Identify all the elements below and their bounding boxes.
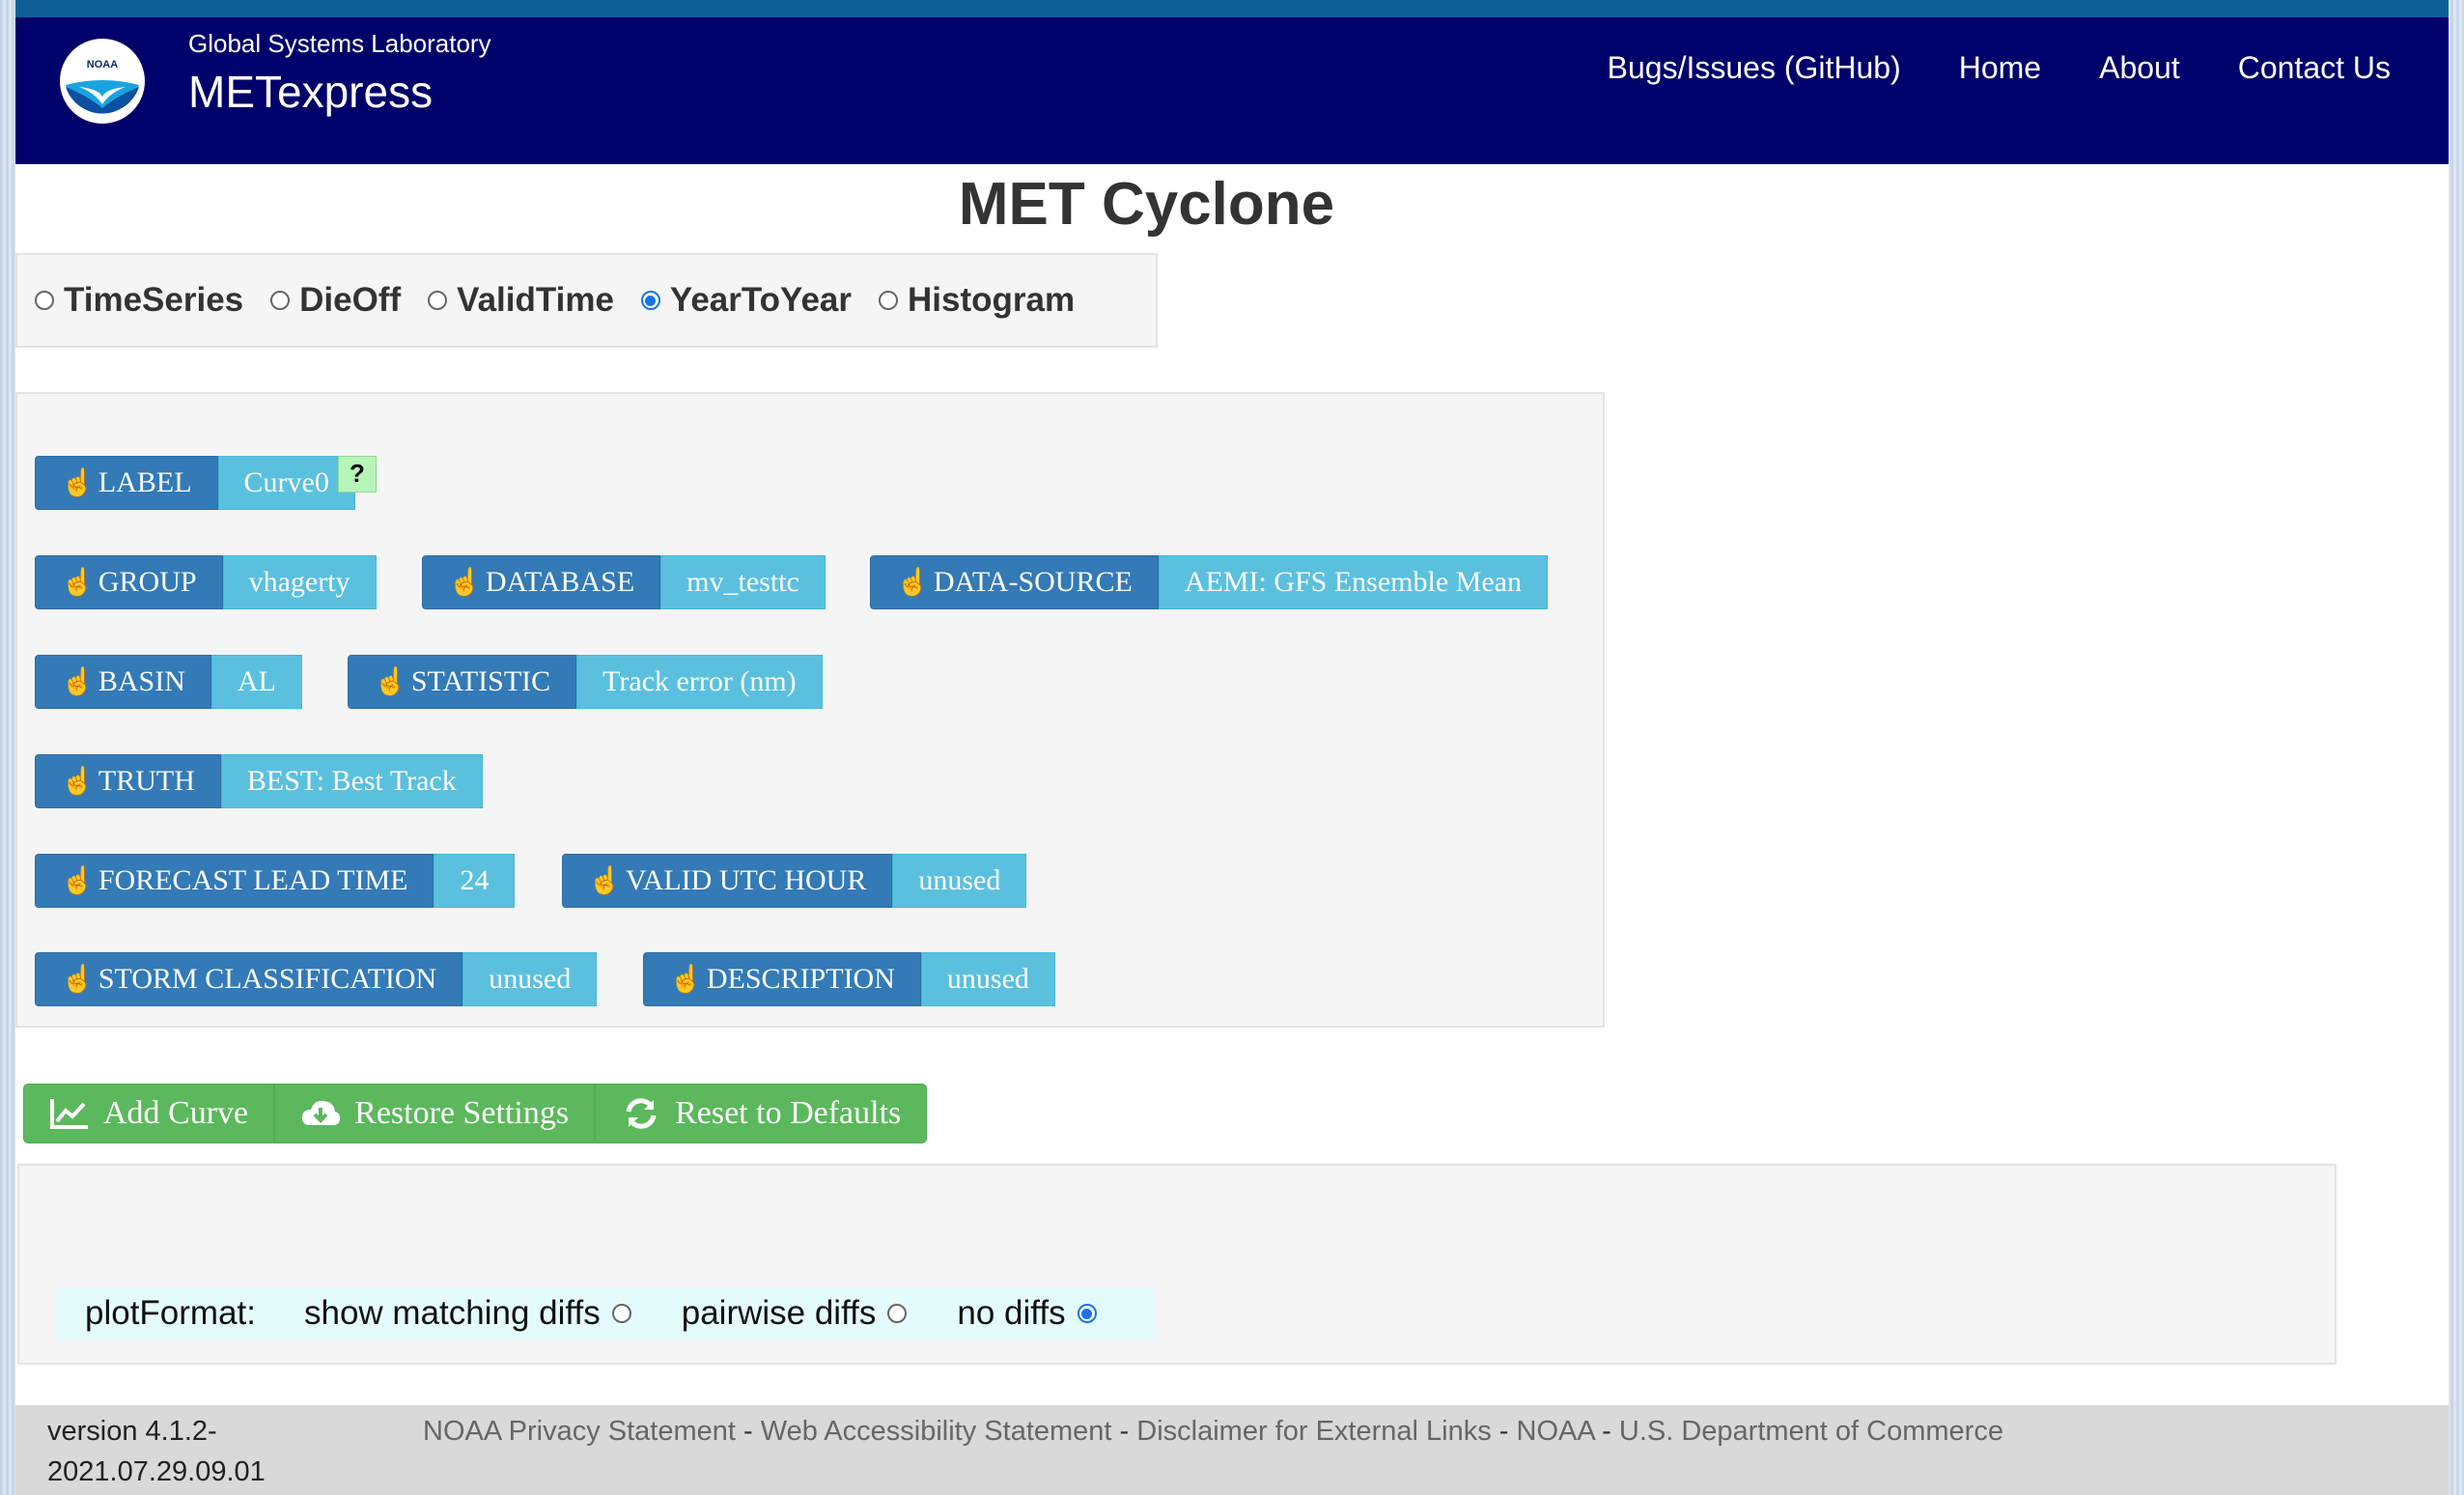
- pointer-hand-icon: ☝: [61, 468, 95, 498]
- pointer-hand-icon: ☝: [61, 767, 95, 797]
- plot-type-yeartoyear[interactable]: YearToYear: [640, 281, 853, 320]
- basin-selector-value[interactable]: AL: [210, 655, 302, 709]
- data-source-selector-value[interactable]: AEMI: GFS Ensemble Mean: [1158, 555, 1548, 609]
- navbar: NOAA Global Systems Laboratory METexpres…: [15, 17, 2449, 164]
- noaa-logo-icon[interactable]: NOAA: [60, 39, 145, 124]
- pointer-hand-icon: ☝: [61, 866, 95, 896]
- valid-hour-selector-key[interactable]: ☝VALID UTC HOUR: [562, 854, 893, 908]
- help-button[interactable]: ?: [338, 456, 377, 493]
- footer-link-disclaimer[interactable]: Disclaimer for External Links: [1136, 1416, 1492, 1447]
- curve-button-bar: Add Curve Restore Settings Reset to Defa…: [23, 1084, 928, 1143]
- nav-link-home[interactable]: Home: [1958, 50, 2042, 85]
- refresh-icon: [626, 1098, 657, 1129]
- radio-dieoff[interactable]: [270, 291, 291, 310]
- line-chart-icon: [50, 1099, 88, 1129]
- footer-link-commerce[interactable]: U.S. Department of Commerce: [1618, 1416, 2003, 1447]
- storm-class-selector-value[interactable]: unused: [462, 952, 598, 1006]
- nav-link-contact[interactable]: Contact Us: [2237, 50, 2391, 85]
- radio-no-diffs[interactable]: [1077, 1304, 1097, 1323]
- version-info: version 4.1.2- 2021.07.29.09.01: [47, 1416, 266, 1487]
- forecast-lead-selector-key[interactable]: ☝FORECAST LEAD TIME: [35, 854, 434, 908]
- plot-format-label: plotFormat:: [85, 1294, 256, 1332]
- valid-hour-selector[interactable]: ☝VALID UTC HOUR unused: [562, 854, 1027, 908]
- statistic-selector-key[interactable]: ☝STATISTIC: [348, 655, 577, 709]
- plot-params-panel: plotFormat: show matching diffs pairwise…: [17, 1164, 2337, 1365]
- plot-type-histogram[interactable]: Histogram: [879, 281, 1075, 320]
- group-selector[interactable]: ☝GROUP vhagerty: [35, 555, 377, 609]
- database-selector-key[interactable]: ☝DATABASE: [422, 555, 661, 609]
- plot-type-timeseries[interactable]: TimeSeries: [35, 281, 243, 320]
- pointer-hand-icon: ☝: [374, 667, 407, 697]
- group-selector-key[interactable]: ☝GROUP: [35, 555, 223, 609]
- basin-selector[interactable]: ☝BASIN AL: [35, 655, 302, 709]
- description-selector-key[interactable]: ☝DESCRIPTION: [643, 952, 921, 1006]
- database-selector[interactable]: ☝DATABASE mv_testtc: [422, 555, 826, 609]
- plot-type-dieoff[interactable]: DieOff: [270, 281, 401, 320]
- truth-selector-key[interactable]: ☝TRUTH: [35, 754, 221, 808]
- truth-selector[interactable]: ☝TRUTH BEST: Best Track: [35, 754, 483, 808]
- footer-links: NOAA Privacy Statement - Web Accessibili…: [423, 1416, 2003, 1447]
- description-selector-value[interactable]: unused: [920, 952, 1055, 1006]
- plot-type-label: YearToYear: [669, 281, 853, 319]
- label-selector-value[interactable]: Curve0: [217, 456, 355, 510]
- radio-validtime[interactable]: [428, 291, 448, 310]
- nav-link-bugs[interactable]: Bugs/Issues (GitHub): [1607, 50, 1901, 85]
- top-stripe: [15, 0, 2449, 17]
- nav-links: Bugs/Issues (GitHub) Home About Contact …: [1608, 50, 2391, 86]
- group-selector-value[interactable]: vhagerty: [222, 555, 377, 609]
- nav-link-about[interactable]: About: [2099, 50, 2180, 85]
- pointer-hand-icon: ☝: [61, 568, 95, 598]
- radio-histogram[interactable]: [879, 291, 899, 310]
- radio-yeartoyear[interactable]: [640, 291, 660, 310]
- pointer-hand-icon: ☝: [588, 866, 622, 896]
- database-selector-value[interactable]: mv_testtc: [660, 555, 826, 609]
- plot-type-label: Histogram: [908, 281, 1076, 319]
- option-no-diffs[interactable]: no diffs: [957, 1294, 1097, 1333]
- valid-hour-selector-value[interactable]: unused: [892, 854, 1027, 908]
- footer-link-noaa[interactable]: NOAA: [1516, 1416, 1595, 1447]
- storm-class-selector-key[interactable]: ☝STORM CLASSIFICATION: [35, 952, 463, 1006]
- forecast-lead-selector-value[interactable]: 24: [434, 854, 516, 908]
- plot-type-label: TimeSeries: [64, 281, 244, 319]
- statistic-selector[interactable]: ☝STATISTIC Track error (nm): [348, 655, 823, 709]
- option-pairwise-diffs[interactable]: pairwise diffs: [682, 1294, 908, 1333]
- forecast-lead-selector[interactable]: ☝FORECAST LEAD TIME 24: [35, 854, 516, 908]
- description-selector[interactable]: ☝DESCRIPTION unused: [643, 952, 1055, 1006]
- data-source-selector[interactable]: ☝DATA-SOURCE AEMI: GFS Ensemble Mean: [870, 555, 1548, 609]
- plot-type-label: DieOff: [299, 281, 402, 319]
- page-title: MET Cyclone: [958, 171, 1335, 238]
- plot-type-selector: TimeSeries DieOff ValidTime YearToYear H…: [15, 253, 1158, 348]
- add-curve-button[interactable]: Add Curve: [23, 1084, 275, 1143]
- plot-type-validtime[interactable]: ValidTime: [428, 281, 614, 320]
- org-name: Global Systems Laboratory: [188, 29, 491, 58]
- label-selector[interactable]: ☝LABEL Curve0: [35, 456, 355, 510]
- pointer-hand-icon: ☝: [448, 568, 482, 598]
- footer-link-privacy[interactable]: NOAA Privacy Statement: [423, 1416, 736, 1447]
- storm-class-selector[interactable]: ☝STORM CLASSIFICATION unused: [35, 952, 598, 1006]
- pointer-hand-icon: ☝: [61, 667, 95, 697]
- footer: version 4.1.2- 2021.07.29.09.01 NOAA Pri…: [15, 1405, 2449, 1495]
- data-source-selector-key[interactable]: ☝DATA-SOURCE: [870, 555, 1159, 609]
- basin-selector-key[interactable]: ☝BASIN: [35, 655, 211, 709]
- logo-text: NOAA: [87, 59, 118, 71]
- label-selector-key[interactable]: ☝LABEL: [35, 456, 218, 510]
- restore-settings-button[interactable]: Restore Settings: [274, 1084, 596, 1143]
- truth-selector-value[interactable]: BEST: Best Track: [220, 754, 483, 808]
- pointer-hand-icon: ☝: [61, 965, 95, 995]
- option-show-matching-diffs[interactable]: show matching diffs: [304, 1294, 631, 1333]
- radio-show-matching-diffs[interactable]: [611, 1304, 631, 1323]
- plot-format-group: plotFormat: show matching diffs pairwise…: [56, 1287, 1155, 1340]
- pointer-hand-icon: ☝: [669, 965, 703, 995]
- radio-pairwise-diffs[interactable]: [887, 1304, 908, 1323]
- app-name[interactable]: METexpress: [188, 67, 434, 117]
- statistic-selector-value[interactable]: Track error (nm): [576, 655, 823, 709]
- radio-timeseries[interactable]: [35, 291, 54, 310]
- cloud-download-icon: [302, 1100, 341, 1125]
- plot-type-label: ValidTime: [457, 281, 614, 319]
- footer-link-accessibility[interactable]: Web Accessibility Statement: [760, 1416, 1112, 1447]
- reset-defaults-button[interactable]: Reset to Defaults: [595, 1084, 928, 1143]
- pointer-hand-icon: ☝: [896, 568, 930, 598]
